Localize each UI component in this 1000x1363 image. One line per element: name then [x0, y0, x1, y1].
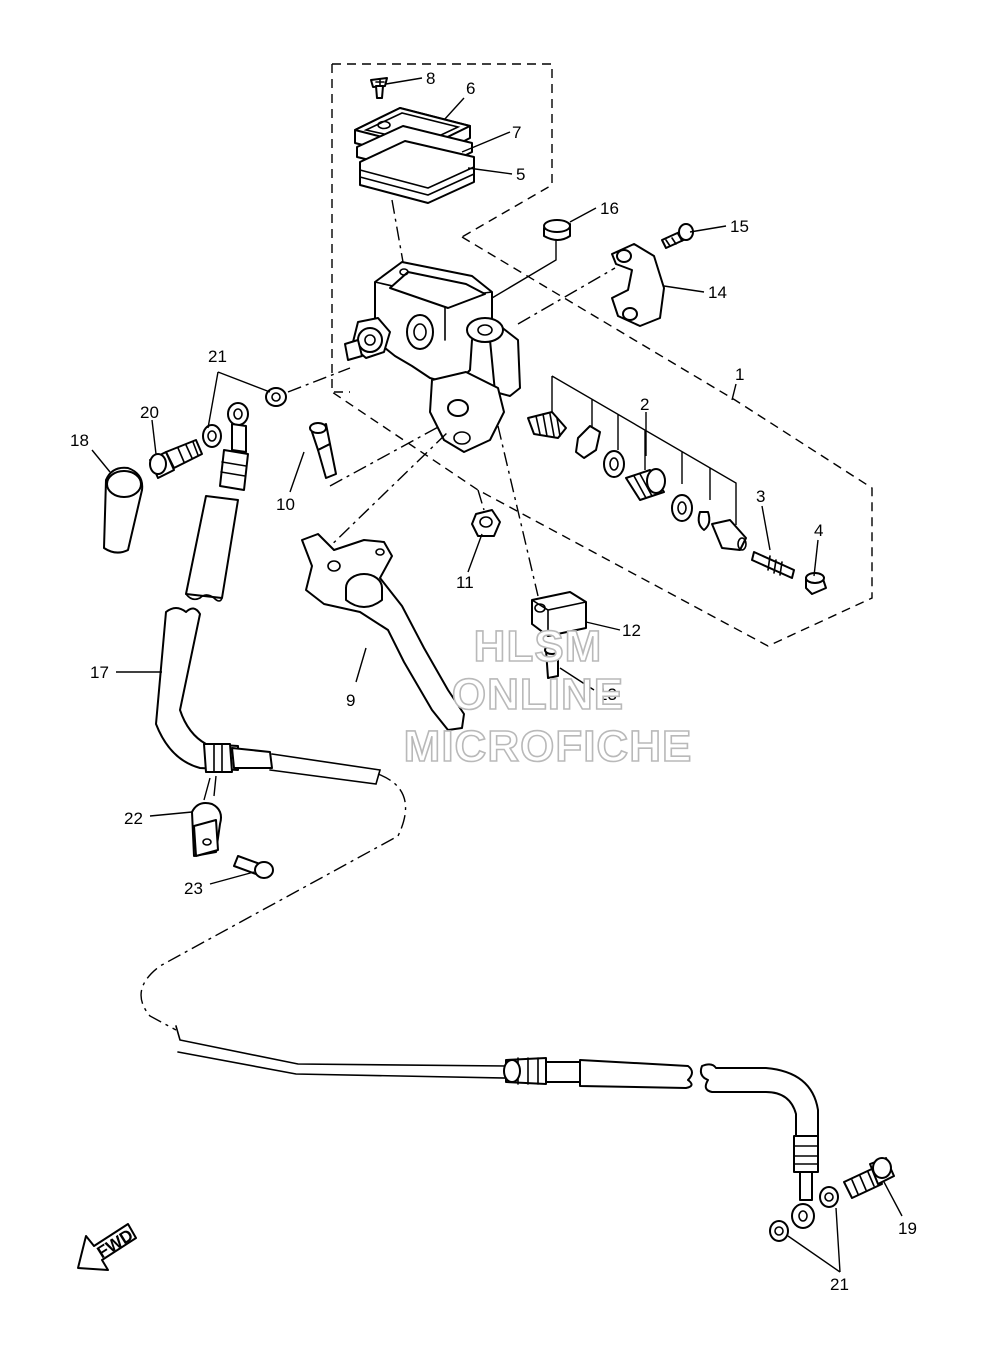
callout-14: 14	[708, 283, 727, 302]
hose-clamp-part-22[interactable]	[191, 802, 222, 857]
body-to-seal-line	[517, 267, 616, 325]
lever-line	[319, 431, 449, 557]
pivot-bolt-part-10[interactable]	[309, 422, 337, 479]
washer-line	[287, 367, 351, 393]
callout-18: 18	[70, 431, 89, 450]
clutch-lever-part-9[interactable]	[301, 533, 465, 731]
master-cylinder-assembly-outline	[331, 236, 873, 647]
callout-leaders	[91, 77, 903, 1273]
forward-direction-arrow-icon: FWD	[77, 1223, 137, 1271]
cap-alignment-line	[391, 199, 404, 263]
callout-7: 7	[512, 123, 521, 142]
callout-9: 9	[346, 691, 355, 710]
switch-line	[497, 425, 539, 597]
callout-6: 6	[466, 79, 475, 98]
callout-20: 20	[140, 403, 159, 422]
union-bolt-part-20[interactable]	[149, 439, 203, 479]
callout-4: 4	[814, 521, 823, 540]
hose-fitting-lower[interactable]	[503, 1057, 693, 1089]
push-rod-part-3[interactable]	[751, 551, 795, 579]
reservoir-plug-part-16[interactable]	[543, 219, 571, 241]
hose-end-lower[interactable]	[699, 1063, 819, 1229]
clutch-hose-line-upper	[269, 753, 382, 785]
callout-8: 8	[426, 69, 435, 88]
return-spring-part[interactable]	[527, 411, 567, 439]
cap-screw-part-8[interactable]	[370, 77, 388, 99]
reservoir-cap-group-outline	[331, 63, 553, 393]
copper-washer-lower-a[interactable]	[769, 1220, 789, 1242]
copper-washer-part-21b[interactable]	[265, 387, 287, 407]
push-rod-cap-part-4[interactable]	[805, 572, 827, 595]
callout-13: 13	[598, 685, 617, 704]
clutch-hose-routing	[140, 773, 407, 1031]
copper-washer-part-21a[interactable]	[202, 424, 222, 448]
piston-part-2[interactable]	[625, 468, 666, 501]
piston-kit-bracket	[551, 375, 737, 525]
nut-line	[477, 489, 485, 511]
secondary-cup-part[interactable]	[671, 494, 693, 522]
switch-screw-part-13[interactable]	[544, 645, 560, 679]
callout-23: 23	[184, 879, 203, 898]
bleed-cap-part-18[interactable]	[103, 466, 144, 554]
body-to-cap-leader	[491, 238, 557, 299]
diaphragm-part-5[interactable]	[359, 140, 475, 204]
watermark-line-2: ONLINE	[451, 669, 625, 720]
clutch-hose-line-lower	[175, 1025, 507, 1079]
callout-15: 15	[730, 217, 749, 236]
boot-part[interactable]	[711, 519, 747, 551]
callout-16: 16	[600, 199, 619, 218]
master-cylinder-body[interactable]	[344, 261, 521, 453]
clamp-bolt-part-23[interactable]	[233, 855, 274, 879]
holder-bolt-part-15[interactable]	[661, 223, 694, 249]
cup-seal-part[interactable]	[603, 450, 625, 478]
watermark-line-3: MICROFICHE	[403, 721, 693, 772]
union-bolt-part-19[interactable]	[843, 1157, 895, 1199]
callout-2: 2	[640, 395, 649, 414]
callout-10: 10	[276, 495, 295, 514]
clutch-hose-part-17[interactable]	[155, 402, 273, 773]
callout-5: 5	[516, 165, 525, 184]
pivot-bolt-line	[329, 425, 441, 487]
circlip-part[interactable]	[697, 511, 711, 531]
callout-3: 3	[756, 487, 765, 506]
watermark-line-1: HLSM	[473, 621, 603, 672]
callout-21-lower: 21	[830, 1275, 849, 1294]
clamp-connector	[203, 775, 217, 801]
callout-19: 19	[898, 1219, 917, 1238]
copper-washer-lower-b[interactable]	[819, 1186, 839, 1208]
callout-1: 1	[735, 365, 744, 384]
handlebar-holder-part-14[interactable]	[611, 243, 665, 327]
spring-seat-part[interactable]	[575, 425, 601, 459]
clutch-switch-part-12[interactable]	[531, 591, 587, 637]
callout-22: 22	[124, 809, 143, 828]
callout-21-upper: 21	[208, 347, 227, 366]
lever-nut-part-11[interactable]	[471, 509, 501, 537]
callout-17: 17	[90, 663, 109, 682]
callout-11: 11	[456, 573, 474, 592]
callout-12: 12	[622, 621, 641, 640]
